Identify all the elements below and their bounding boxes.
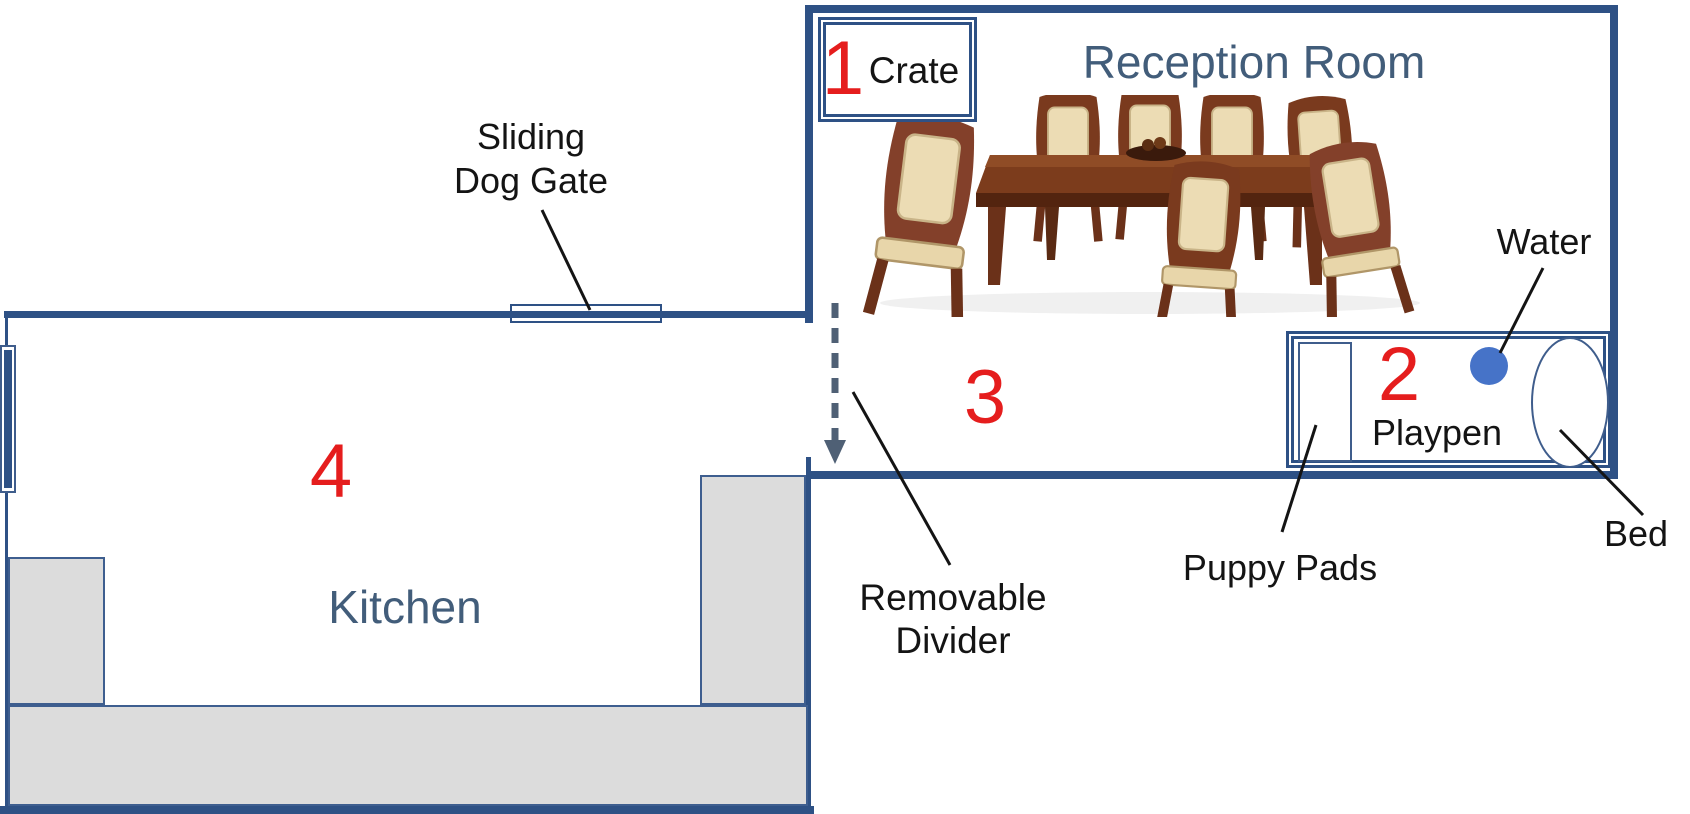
kitchen-wall-top <box>4 311 813 318</box>
crate-label: Crate <box>868 50 960 91</box>
sliding-dog-gate-label: Sliding Dog Gate <box>454 115 608 203</box>
kitchen-title: Kitchen <box>328 581 482 633</box>
puppy-pad-rect <box>1298 342 1352 462</box>
kitchen-wall-bottom <box>0 806 814 814</box>
zone-number-3-reception: 3 <box>963 355 1007 440</box>
removable-divider-label-line1: Removable <box>859 577 1047 618</box>
window-symbol-bar <box>4 350 12 488</box>
sliding-dog-gate-label-line1: Sliding <box>476 116 586 157</box>
reception-wall-right <box>1610 5 1618 479</box>
removable-divider-label-line2: Divider <box>895 620 1011 661</box>
divider-direction-arrow-head <box>824 440 846 464</box>
bed-ellipse <box>1531 337 1609 468</box>
zone-number-2-playpen: 2 <box>1377 332 1421 417</box>
water-label: Water <box>1496 221 1592 262</box>
middle-wall-vertical <box>806 457 811 806</box>
gate-pointer-line <box>540 209 592 311</box>
water-bowl-dot <box>1470 347 1508 385</box>
reception-room-title: Reception Room <box>1082 36 1426 88</box>
bed-label: Bed <box>1603 513 1669 554</box>
removable-divider-label: Removable Divider <box>859 576 1046 662</box>
reception-wall-top <box>805 5 1618 13</box>
dining-set-image <box>860 90 1440 335</box>
kitchen-wall-left <box>5 311 8 806</box>
zone-number-4-kitchen: 4 <box>309 429 353 514</box>
sliding-gate-symbol <box>510 304 662 323</box>
playpen-box <box>1286 331 1611 468</box>
puppy-pads-label: Puppy Pads <box>1182 547 1378 588</box>
reception-wall-left <box>805 5 813 323</box>
sliding-dog-gate-label-line2: Dog Gate <box>453 160 609 201</box>
zone-number-1-crate: 1 <box>821 26 865 111</box>
playpen-label: Playpen <box>1371 412 1503 453</box>
kitchen-counter-left <box>8 557 105 705</box>
kitchen-counter-bottom <box>8 705 808 806</box>
crate-box <box>818 17 977 122</box>
kitchen-counter-peninsula <box>700 475 806 705</box>
middle-wall-horizontal <box>806 471 1610 479</box>
